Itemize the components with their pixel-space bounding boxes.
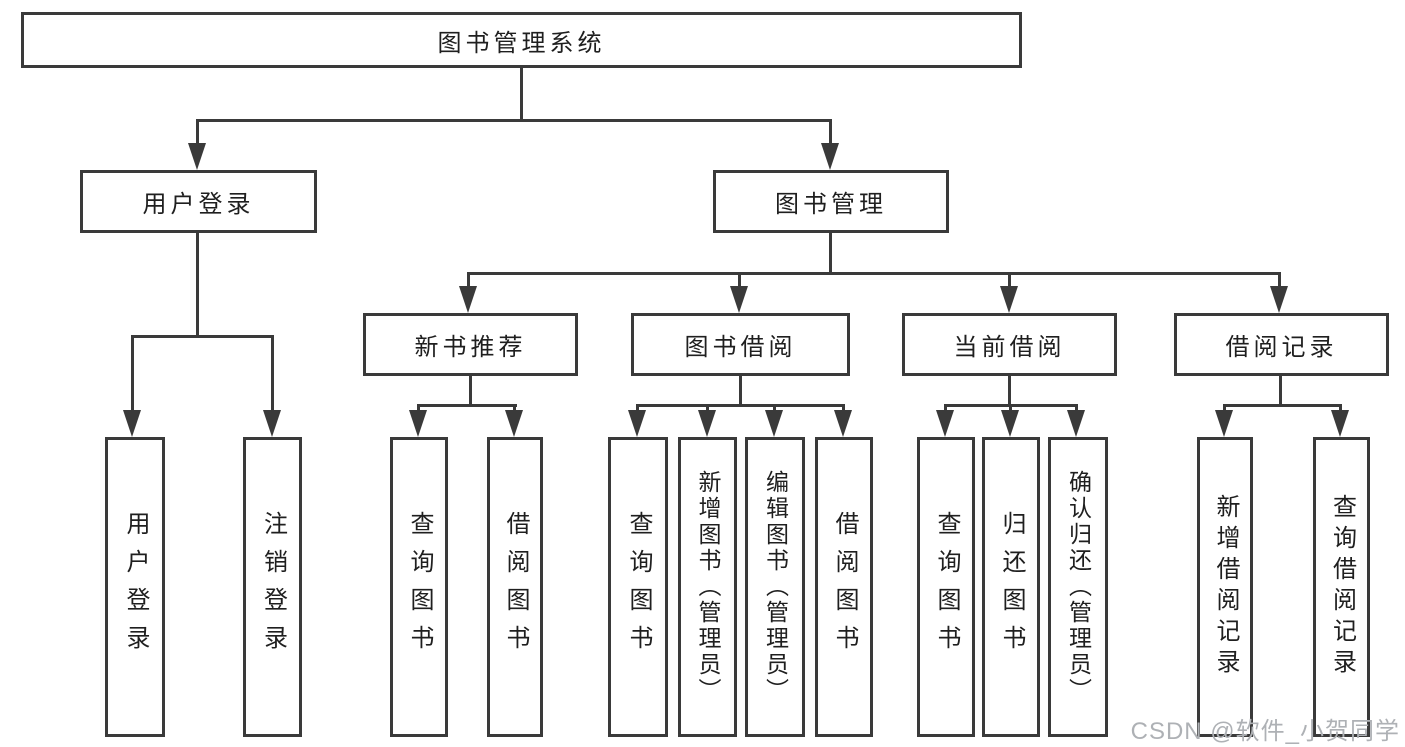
node-label: 新增图书（管理员） — [695, 470, 721, 704]
node-label: 图书借阅 — [684, 334, 797, 361]
arrowhead-icon — [123, 410, 141, 437]
node-label: 查询图书 — [406, 511, 433, 663]
arrowhead-icon — [1270, 286, 1288, 313]
leaf-edit-books-admin: 编辑图书（管理员） — [745, 437, 805, 737]
arrowhead-icon — [765, 410, 783, 437]
node-label: 用户登录 — [122, 511, 149, 663]
leaf-return-books: 归还图书 — [982, 437, 1040, 737]
arrowhead-icon — [1000, 286, 1018, 313]
arrowhead-icon — [628, 410, 646, 437]
connector-stem — [842, 404, 845, 413]
connector-stem — [1223, 404, 1226, 413]
node-user-login: 用户登录 — [80, 170, 317, 233]
leaf-query-books-recommend: 查询图书 — [390, 437, 448, 737]
node-label: 归还图书 — [998, 511, 1025, 663]
node-label: 查询图书 — [933, 511, 960, 663]
node-label: 编辑图书（管理员） — [762, 470, 789, 704]
node-label: 查询借阅记录 — [1328, 494, 1356, 680]
connector-stem — [1339, 404, 1342, 413]
node-current-borrow: 当前借阅 — [902, 313, 1117, 376]
leaf-borrow-books-recommend: 借阅图书 — [487, 437, 543, 737]
arrowhead-icon — [459, 286, 477, 313]
node-label: 新增借阅记录 — [1212, 494, 1239, 680]
arrowhead-icon — [730, 286, 748, 313]
watermark: CSDN @软件_小贺同学 — [1130, 718, 1400, 745]
node-label: 注销登录 — [259, 511, 287, 663]
connector-level3-bar — [467, 272, 1281, 275]
leaf-add-borrow-record: 新增借阅记录 — [1197, 437, 1253, 737]
connector-stem — [1008, 376, 1011, 407]
arrowhead-icon — [263, 410, 281, 437]
connector-bar — [131, 335, 274, 338]
leaf-query-borrow-record: 查询借阅记录 — [1313, 437, 1370, 737]
leaf-query-books-current: 查询图书 — [917, 437, 975, 737]
node-book-management: 图书管理 — [713, 170, 949, 233]
connector-stem — [1009, 404, 1012, 413]
connector-stem — [1278, 272, 1281, 289]
arrowhead-icon — [936, 410, 954, 437]
node-label: 当前借阅 — [953, 334, 1066, 361]
connector-bar — [1223, 404, 1342, 407]
node-label: 新书推荐 — [414, 334, 527, 361]
connector-stem — [773, 404, 776, 413]
connector-stem — [829, 233, 832, 275]
arrowhead-icon — [1001, 410, 1019, 437]
arrowhead-icon — [409, 410, 427, 437]
arrowhead-icon — [1331, 410, 1349, 437]
leaf-add-books-admin: 新增图书（管理员） — [678, 437, 737, 737]
node-label: 借阅图书 — [831, 511, 858, 663]
connector-stem — [636, 404, 639, 413]
connector-stem — [196, 119, 199, 146]
connector-stem — [829, 119, 832, 146]
arrowhead-icon — [188, 143, 206, 170]
connector-stem — [739, 376, 742, 407]
connector-stem — [738, 272, 741, 289]
leaf-user-login: 用户登录 — [105, 437, 165, 737]
node-label: 图书管理 — [775, 191, 887, 218]
connector-bar — [417, 404, 517, 407]
arrowhead-icon — [698, 410, 716, 437]
leaf-query-books-borrow: 查询图书 — [608, 437, 668, 737]
connector-stem — [706, 404, 709, 413]
node-label: 用户登录 — [142, 191, 255, 218]
node-new-book-recommend: 新书推荐 — [363, 313, 578, 376]
connector-stem — [944, 404, 947, 413]
node-root: 图书管理系统 — [21, 12, 1022, 68]
leaf-borrow-books: 借阅图书 — [815, 437, 873, 737]
arrowhead-icon — [505, 410, 523, 437]
node-label: 借阅记录 — [1225, 334, 1338, 361]
arrowhead-icon — [821, 143, 839, 170]
node-borrow-records: 借阅记录 — [1174, 313, 1389, 376]
leaf-logout: 注销登录 — [243, 437, 302, 737]
arrowhead-icon — [1067, 410, 1085, 437]
arrowhead-icon — [834, 410, 852, 437]
connector-stem — [467, 272, 470, 289]
connector-stem — [417, 404, 420, 413]
connector-stem — [1008, 272, 1011, 289]
connector-root-stem — [520, 68, 523, 121]
node-label: 图书管理系统 — [437, 29, 606, 57]
connector-stem — [1279, 376, 1282, 407]
connector-stem — [1075, 404, 1078, 413]
connector-bar — [636, 404, 845, 407]
connector-stem — [131, 335, 134, 412]
connector-stem — [271, 335, 274, 412]
connector-stem — [469, 376, 472, 407]
node-book-borrow: 图书借阅 — [631, 313, 850, 376]
node-label: 借阅图书 — [502, 511, 529, 663]
connector-stem — [196, 233, 199, 337]
node-label: 确认归还（管理员） — [1065, 470, 1092, 704]
connector-stem — [513, 404, 516, 413]
arrowhead-icon — [1215, 410, 1233, 437]
leaf-confirm-return-admin: 确认归还（管理员） — [1048, 437, 1108, 737]
connector-level2-bar — [196, 119, 832, 122]
node-label: 查询图书 — [625, 511, 652, 663]
